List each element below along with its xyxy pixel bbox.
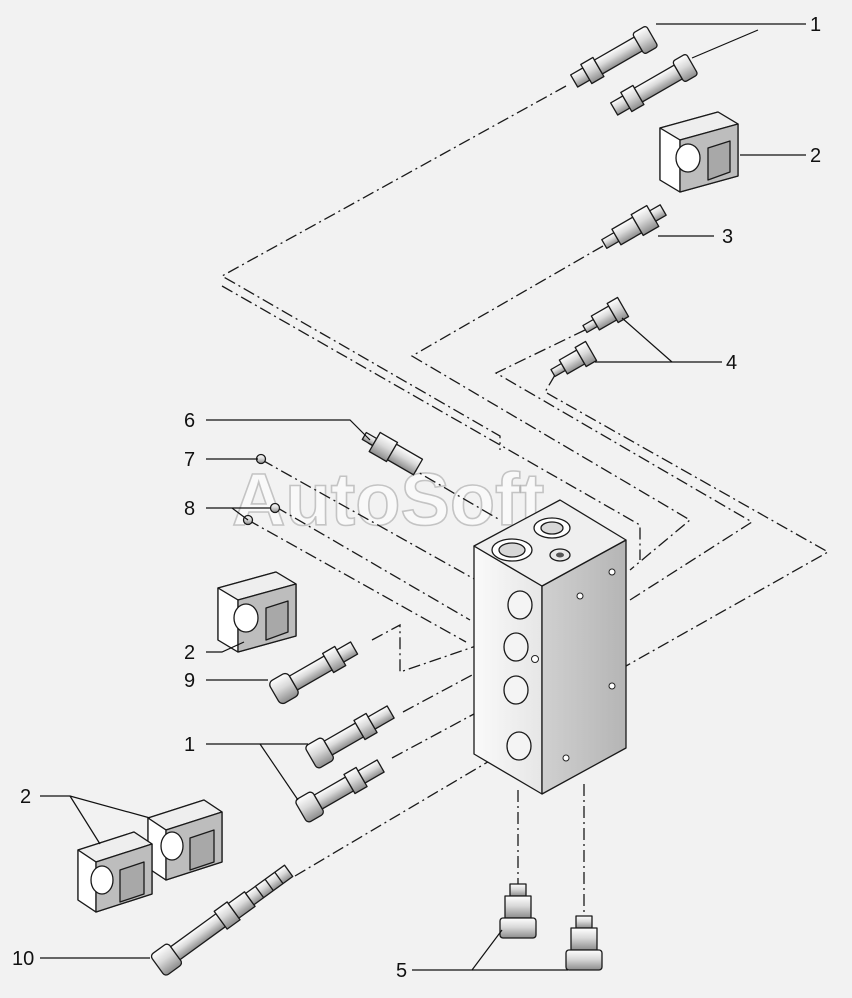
solenoid-valve-9	[269, 641, 359, 705]
solenoid-valve-top-b	[610, 54, 698, 116]
solenoid-valve-left-a	[305, 705, 395, 769]
callout-6: 6	[184, 410, 195, 432]
callout-10: 10	[12, 948, 34, 970]
plug-8a	[269, 502, 281, 514]
solenoid-valve-top-a	[570, 26, 658, 88]
cartridge-5b	[565, 915, 603, 971]
check-valve-4a	[582, 296, 630, 334]
callout-9: 9	[184, 670, 195, 692]
callout-1-top: 1	[810, 14, 821, 36]
solenoid-valve-left-b	[295, 759, 385, 823]
coil-bottom-b	[77, 831, 153, 913]
callout-2-top: 2	[810, 145, 821, 167]
callout-5: 5	[396, 960, 407, 982]
callout-4: 4	[726, 352, 737, 374]
valve-cartridge-6	[361, 431, 424, 476]
check-valve-4b	[550, 340, 598, 378]
cartridge-valve-10	[150, 864, 294, 976]
callout-8: 8	[184, 498, 195, 520]
callout-7: 7	[184, 449, 195, 471]
assembly-lines	[220, 85, 830, 920]
coil-bottom-a	[147, 799, 223, 881]
valve-block	[473, 499, 627, 795]
leader-lines	[40, 23, 806, 971]
pressure-valve-3	[601, 204, 667, 249]
coil-left	[217, 571, 297, 653]
callout-1-left: 1	[184, 734, 195, 756]
callout-2-bottom: 2	[20, 786, 31, 808]
callout-3: 3	[722, 226, 733, 248]
watermark-text: AutoSoft	[232, 458, 544, 541]
callout-2-left: 2	[184, 642, 195, 664]
coil-top	[659, 111, 739, 193]
cartridge-5a	[499, 883, 537, 939]
